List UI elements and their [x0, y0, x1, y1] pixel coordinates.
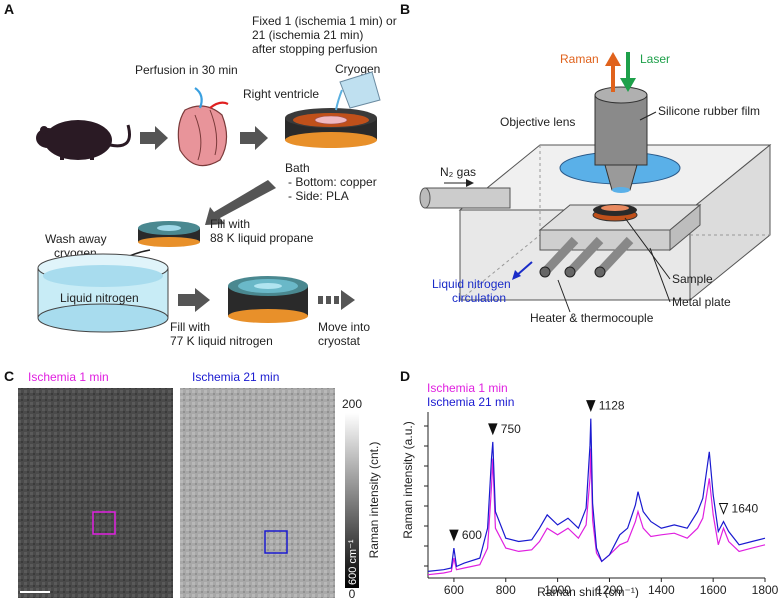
- ln2-arrowhead: [512, 270, 521, 280]
- series-line-2: [427, 418, 766, 572]
- raman-spectrum-chart: 600 800 1000 1200 1400 1600 1800 600 750 1128 1640: [424, 399, 779, 597]
- fill-n2-label-1: Fill with: [170, 320, 210, 334]
- heater-label: Heater & thermocouple: [530, 311, 654, 325]
- roi-box-ischemia21: [264, 530, 288, 554]
- plate-leader: [649, 247, 671, 303]
- x-tick-label-1400: 1400: [648, 583, 675, 597]
- move-label-1: Move into: [318, 320, 370, 334]
- nitrogen-dish-illustration: [37, 253, 169, 333]
- y-axis-label: Raman intensity (a.u.): [401, 421, 415, 538]
- peak-label-600: 600: [462, 528, 482, 542]
- cryostat-illustration: [419, 86, 772, 302]
- silicone-leader: [639, 111, 657, 121]
- colorbar: [345, 413, 359, 588]
- panel-label-d: D: [400, 368, 410, 384]
- peak-marker-1640: [718, 503, 729, 515]
- ischemia21-raman-image: [180, 388, 335, 598]
- panel-label-c: C: [4, 368, 14, 384]
- peak-marker-600: [449, 529, 459, 542]
- objective-label: Objective lens: [500, 115, 575, 129]
- laser-arrowhead: [620, 78, 636, 92]
- perfusion-label: Perfusion in 30 min: [135, 63, 238, 77]
- x-tick-label-1200: 1200: [596, 583, 623, 597]
- fill-n2-label-2: 77 K liquid nitrogen: [170, 334, 273, 348]
- n2-gas-label: N₂ gas: [440, 165, 476, 179]
- cryogen-beaker-icon: [335, 71, 381, 111]
- arrow-heart-to-bath: [240, 126, 268, 150]
- peak-label-750: 750: [501, 422, 521, 436]
- bath-bottom-label: - Bottom: copper: [288, 175, 377, 189]
- dashed-arrow: [318, 290, 355, 310]
- bath-side-label: - Side: PLA: [288, 189, 349, 203]
- arrow-bath-to-propane: [205, 180, 276, 225]
- rat-illustration: [36, 120, 131, 160]
- move-label-2: cryostat: [318, 334, 361, 348]
- peak-marker-750: [488, 423, 498, 436]
- panel-label-a: A: [4, 1, 14, 17]
- bath-illustration: [285, 108, 377, 148]
- x-tick-label-800: 800: [496, 583, 516, 597]
- peak-marker-1128: [586, 400, 596, 412]
- peak-label-1128: 1128: [599, 399, 625, 413]
- fixed-line-1: Fixed 1 (ischemia 1 min) or: [252, 14, 397, 28]
- legend-ischemia1: Ischemia 1 min: [427, 381, 508, 395]
- silicone-label: Silicone rubber film: [658, 104, 760, 118]
- propane-bath-illustration: [138, 221, 200, 247]
- ln2-arrow: [515, 261, 533, 277]
- fixed-line-2: 21 (ischemia 21 min): [252, 28, 363, 42]
- ischemia1-raman-image: [18, 388, 173, 598]
- raman-arrowhead: [605, 52, 621, 66]
- fill-propane-label-2: 88 K liquid propane: [210, 231, 314, 245]
- panel-label-b: B: [400, 1, 410, 17]
- metal-plate-label: Metal plate: [672, 295, 731, 309]
- ln2-circ-label-1: Liquid nitrogen: [432, 277, 511, 291]
- colorbar-axis-label: Raman intensity (cnt.): [367, 442, 381, 559]
- x-tick-label-600: 600: [444, 583, 464, 597]
- bath-label: Bath: [285, 161, 310, 175]
- fill-propane-label-1: Fill with: [210, 217, 250, 231]
- arrow-rat-to-heart: [140, 126, 168, 150]
- roi-box-ischemia1: [92, 511, 116, 535]
- x-axis-label: Raman shift (cm⁻¹): [537, 585, 639, 598]
- series-line-1: [427, 448, 766, 576]
- x-tick-label-1600: 1600: [700, 583, 727, 597]
- raman-label: Raman: [560, 52, 599, 66]
- heart-illustration: [177, 87, 229, 167]
- wash-label-1: Wash away: [45, 232, 107, 246]
- fixed-line-3: after stopping perfusion: [252, 42, 377, 56]
- ischemia1-title: Ischemia 1 min: [28, 370, 109, 384]
- ischemia21-title: Ischemia 21 min: [192, 370, 279, 384]
- laser-label: Laser: [640, 52, 670, 66]
- heater-leader: [557, 279, 571, 313]
- x-tick-label-1000: 1000: [544, 583, 571, 597]
- nitrogen-bath-illustration: [228, 276, 308, 323]
- cryogen-label: Cryogen: [335, 62, 380, 76]
- x-tick-label-1800: 1800: [752, 583, 779, 597]
- arrow-nitrogen-to-fill: [178, 288, 210, 312]
- colorbar-max: 200: [342, 397, 362, 411]
- right-ventricle-label: Right ventricle: [243, 87, 319, 101]
- colorbar-min: 0: [349, 587, 356, 598]
- liquid-nitrogen-label: Liquid nitrogen: [60, 291, 139, 305]
- peak-label-1640: 1640: [732, 502, 759, 516]
- ln2-circ-label-2: circulation: [452, 291, 506, 305]
- legend-ischemia21: Ischemia 21 min: [427, 395, 514, 409]
- sample-leader: [624, 217, 671, 280]
- colorbar-inner-label: 600 cm⁻¹: [347, 539, 359, 585]
- sample-label: Sample: [672, 272, 713, 286]
